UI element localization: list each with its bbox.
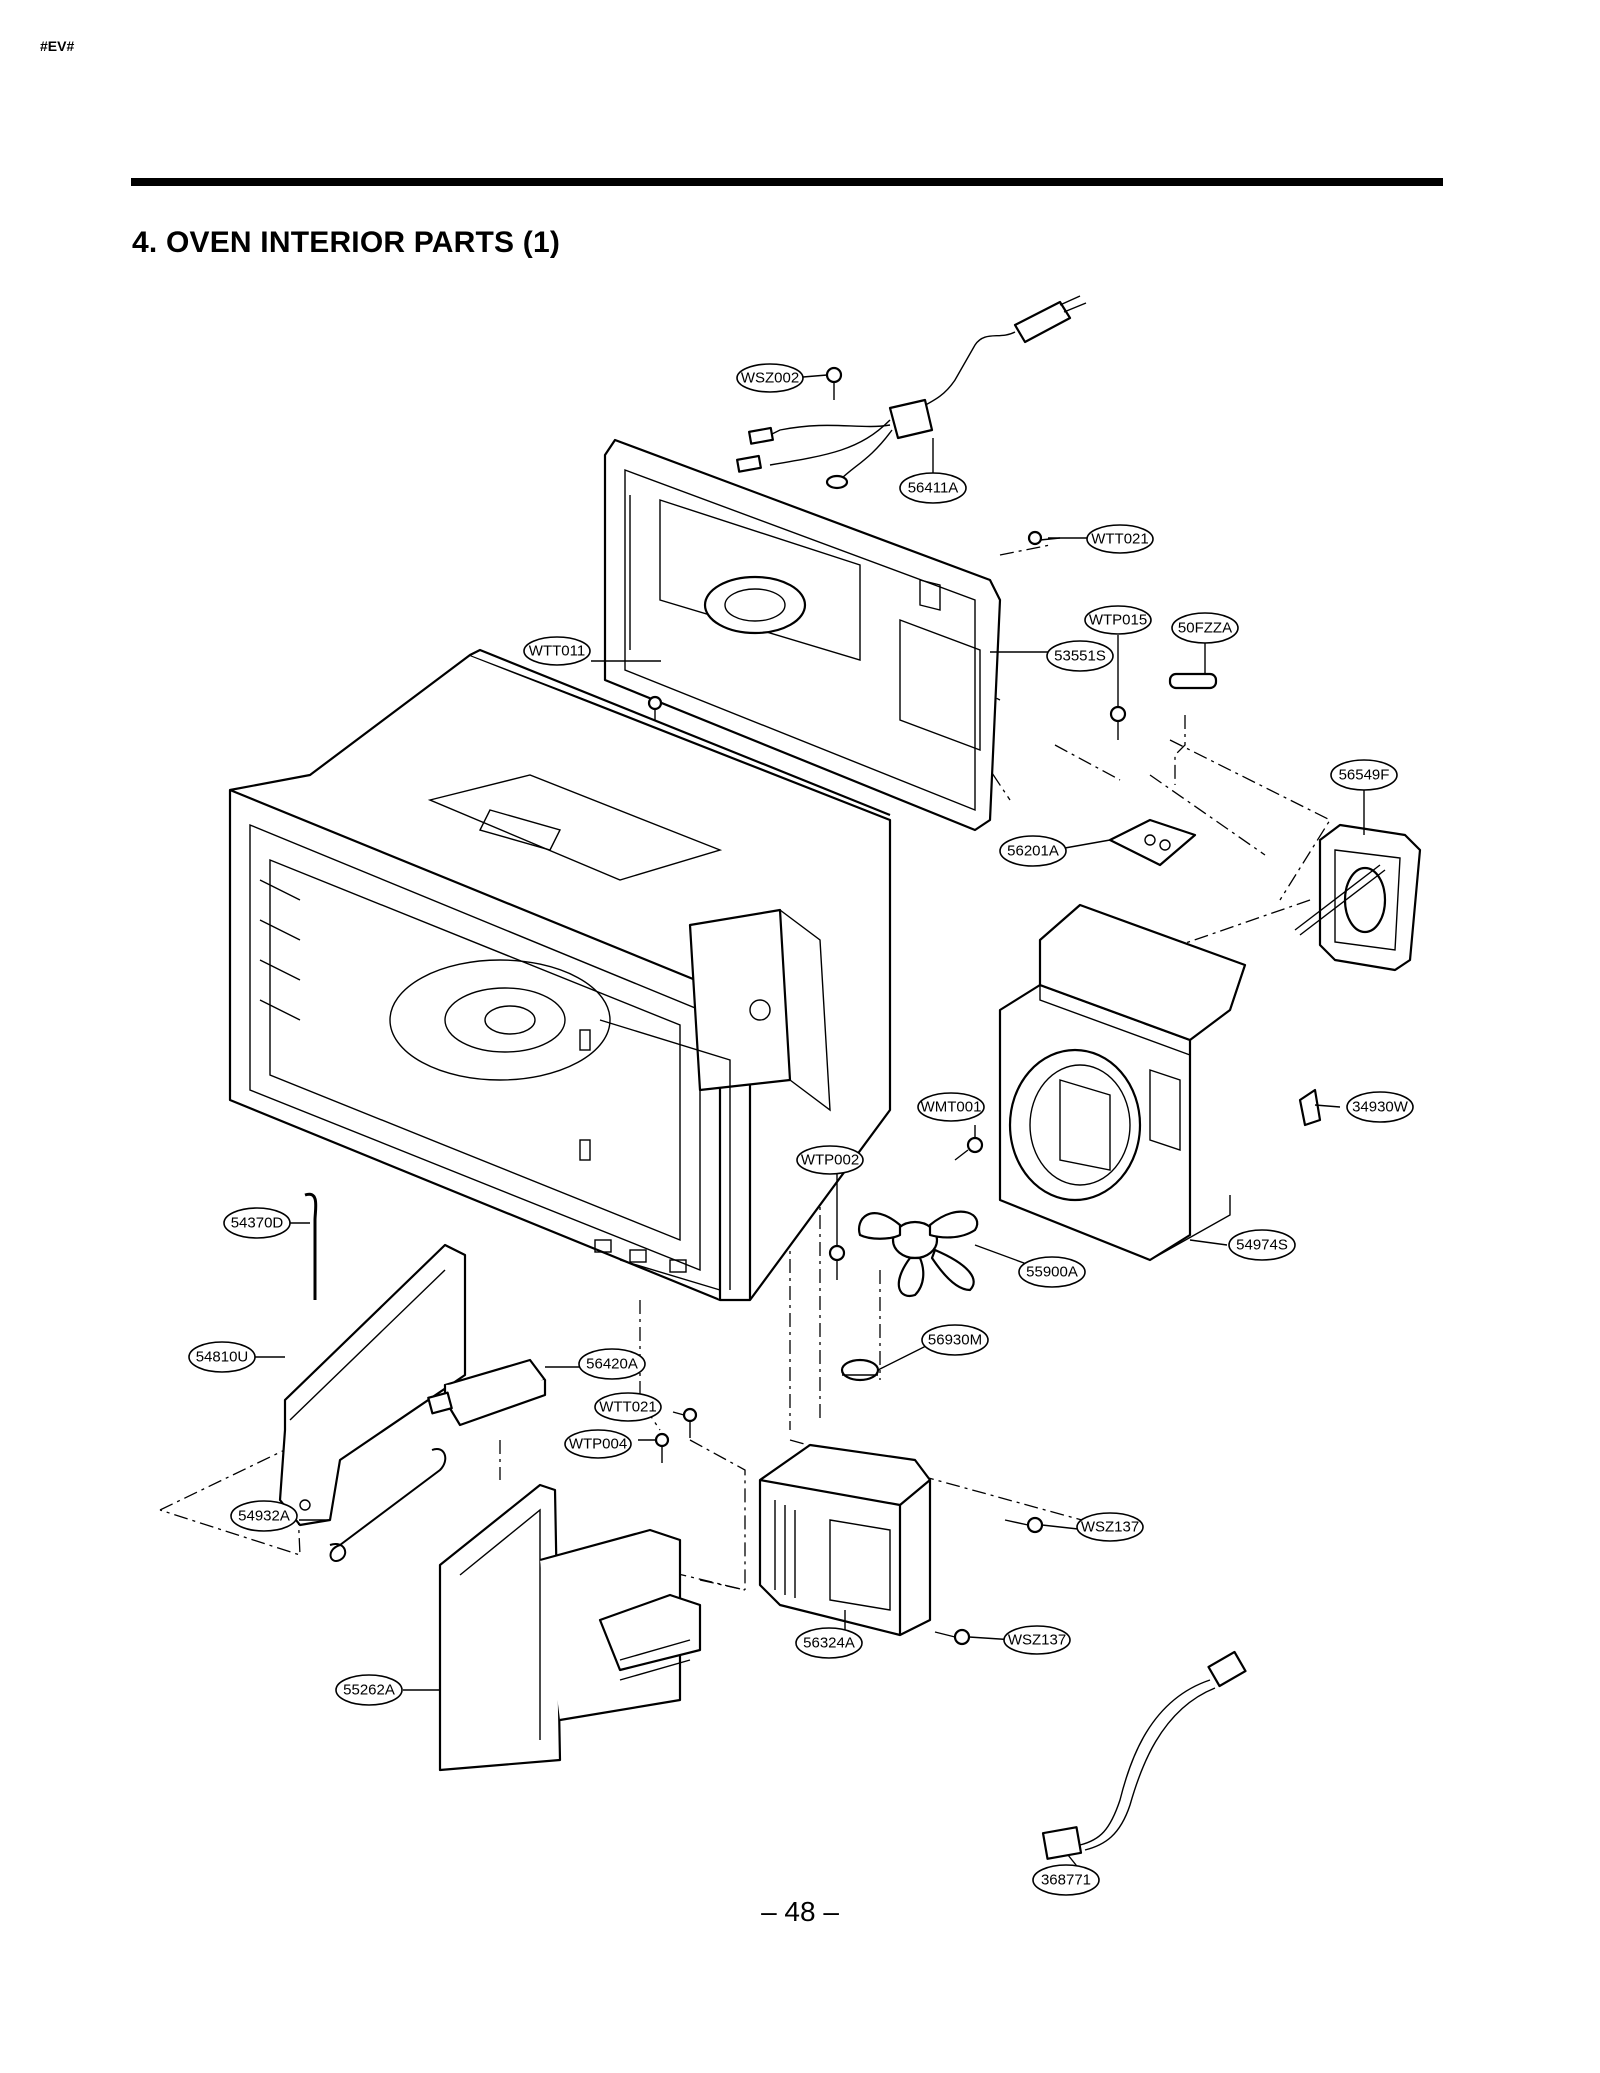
callout-wsz137-b-text: WSZ137 (1008, 1632, 1066, 1649)
callout-53551s: 53551S (1046, 640, 1114, 672)
thermostat-56930m (840, 1358, 880, 1382)
callout-wtp015: WTP015 (1084, 605, 1152, 635)
power-cord-56411a (736, 295, 1087, 490)
callout-56201a-text: 56201A (1007, 843, 1059, 860)
callout-56411a: 56411A (899, 472, 967, 504)
callout-56201a: 56201A (999, 835, 1067, 867)
callout-56324a-text: 56324A (803, 1635, 855, 1652)
callout-wtt011: WTT011 (523, 636, 591, 666)
callout-wsz002: WSZ002 (736, 363, 804, 393)
callout-54932a-text: 54932A (238, 1508, 290, 1525)
callout-wtt021-top: WTT021 (1086, 524, 1154, 554)
callout-56420a-text: 56420A (586, 1356, 638, 1373)
latch-board-54810u (278, 1243, 467, 1527)
callout-wsz137-a: WSZ137 (1076, 1512, 1144, 1542)
callout-wtt021-low: WTT021 (594, 1392, 662, 1422)
callout-wsz137-b: WSZ137 (1003, 1625, 1071, 1655)
fan-duct-54974s (998, 903, 1247, 1262)
bracket-55262a (438, 1483, 702, 1772)
callout-wmt001: WMT001 (917, 1092, 985, 1122)
oven-cavity (228, 648, 892, 1302)
fan-motor-56549f (1294, 823, 1422, 972)
transformer-56324a (758, 1443, 932, 1637)
callout-368771-text: 368771 (1041, 1872, 1091, 1889)
callout-wmt001-text: WMT001 (921, 1099, 982, 1116)
callout-50fzza: 50FZZA (1171, 612, 1239, 644)
callout-wtt021-low-text: WTT021 (599, 1399, 657, 1416)
callout-wtp015-text: WTP015 (1089, 612, 1147, 629)
callout-56324a: 56324A (795, 1627, 863, 1659)
spring-54932a (329, 1448, 447, 1562)
callout-54370d: 54370D (223, 1207, 291, 1239)
callout-56930m-text: 56930M (928, 1332, 982, 1349)
callout-34930w-text: 34930W (1352, 1099, 1409, 1116)
callout-56549f-text: 56549F (1339, 767, 1390, 784)
callout-55262a-text: 55262A (343, 1682, 395, 1699)
switch-56420a (427, 1358, 547, 1427)
callout-wtp002-text: WTP002 (801, 1152, 859, 1169)
callout-wtt011-text: WTT011 (529, 643, 585, 660)
cable-clip-34930w (1298, 1088, 1322, 1127)
rear-panel-53551s (603, 438, 1002, 832)
callout-56549f: 56549F (1330, 759, 1398, 791)
callout-wsz002-text: WSZ002 (741, 370, 799, 387)
callout-368771: 368771 (1032, 1864, 1100, 1896)
callout-54932a: 54932A (230, 1500, 298, 1532)
callout-54974s: 54974S (1228, 1229, 1296, 1261)
document-code: #EV# (40, 38, 75, 54)
latch-hook-54370d (304, 1192, 318, 1300)
callout-50fzza-text: 50FZZA (1178, 620, 1232, 637)
noise-filter-56201a (1108, 818, 1197, 867)
title-rule (131, 178, 1443, 186)
fan-blade-55900a (857, 1210, 979, 1298)
callout-56930m: 56930M (921, 1324, 989, 1356)
screws (647, 366, 1127, 1646)
callout-55262a: 55262A (335, 1674, 403, 1706)
callout-wtp002: WTP002 (796, 1145, 864, 1175)
callout-54370d-text: 54370D (231, 1215, 284, 1232)
callout-56420a: 56420A (578, 1348, 646, 1380)
callout-54810u: 54810U (188, 1341, 256, 1373)
callout-wtt021-top-text: WTT021 (1091, 531, 1149, 548)
callout-55900a-text: 55900A (1026, 1264, 1078, 1281)
callout-56411a-text: 56411A (908, 480, 959, 497)
callout-wsz137-a-text: WSZ137 (1081, 1519, 1139, 1536)
callout-wtp004-text: WTP004 (569, 1436, 627, 1453)
callout-53551s-text: 53551S (1054, 648, 1106, 665)
callout-34930w: 34930W (1346, 1091, 1414, 1123)
fuse-50fzza (1168, 672, 1218, 690)
page-title: 4. OVEN INTERIOR PARTS (1) (132, 226, 561, 259)
callout-wtp004: WTP004 (564, 1429, 632, 1459)
callout-54810u-text: 54810U (196, 1349, 249, 1366)
page-number: – 48 – (761, 1896, 839, 1927)
wire-harness-368771 (1041, 1650, 1247, 1860)
callout-54974s-text: 54974S (1236, 1237, 1288, 1254)
callout-55900a: 55900A (1018, 1256, 1086, 1288)
